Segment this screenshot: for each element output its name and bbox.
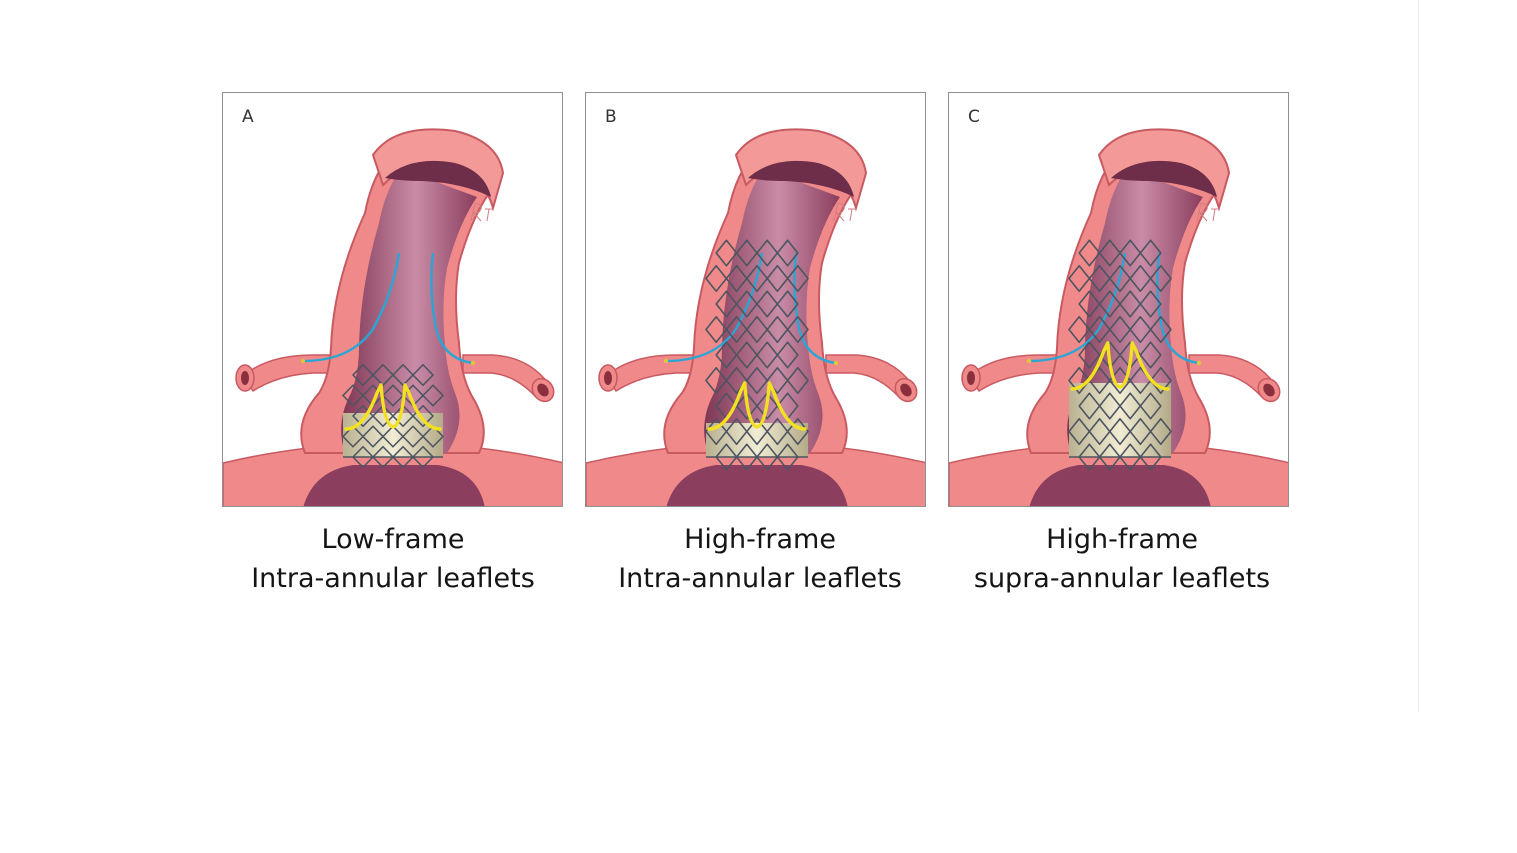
transcatheter-valve [705,239,809,471]
right-coronary-lumen [900,383,912,397]
caption-b-line-2: Intra-annular leaflets [618,563,902,594]
panel-letter: B [605,107,617,127]
left-coronary-guidewire [1028,252,1127,363]
right-wire-marker [470,360,476,366]
panel-a-illustration [223,128,562,506]
left-coronary-lumen [967,371,975,385]
illustrator-initials-mark [470,202,493,222]
aortic-cut-opening [1111,160,1217,197]
left-coronary-guidewire [665,252,764,363]
right-coronary-guidewire [430,252,474,365]
right-coronary-lumen [1263,383,1275,397]
ventricle-cavity [1029,465,1211,506]
right-coronary-guidewire [1156,252,1200,365]
caption-c: High-frame supra-annular leaflets [922,520,1322,598]
left-coronary-lumen [241,371,249,385]
left-coronary-lumen [604,371,612,385]
caption-c-line-2: supra-annular leaflets [973,563,1271,594]
valve-leaflets [344,383,442,431]
caption-b: High-frame Intra-annular leaflets [560,520,960,598]
valve-sealing-skirt [343,413,443,457]
panel-b-high-frame-intra-annular: B [585,92,926,507]
caption-a-line-2: Intra-annular leaflets [251,563,535,594]
illustrator-initials-mark [833,202,856,222]
transcatheter-valve [342,363,444,469]
stent-frame-struts [705,239,809,471]
right-coronary-guidewire [793,252,837,365]
caption-a: Low-frame Intra-annular leaflets [193,520,593,598]
right-coronary-lumen [537,383,549,397]
left-wire-marker [1026,358,1032,364]
panel-letter: A [242,107,254,127]
ventricle-cavity [666,465,848,506]
caption-c-line-1: High-frame [1046,524,1198,555]
valve-leaflets [707,381,807,431]
illustrator-initials-mark [1196,202,1219,222]
aortic-cut-opening [385,160,491,197]
panel-c-high-frame-supra-annular: C [948,92,1289,507]
panel-c-illustration [949,128,1288,506]
panel-a-low-frame-intra-annular: A [222,92,563,507]
left-wire-marker [663,358,669,364]
valve-leaflets [1070,341,1170,391]
left-wire-marker [300,358,306,364]
aortic-cut-opening [748,160,854,197]
panel-b-illustration [586,128,925,506]
transcatheter-valve [1068,239,1172,471]
right-wire-marker [833,360,839,366]
right-wire-marker [1196,360,1202,366]
ventricle-cavity [303,465,485,506]
caption-b-line-1: High-frame [684,524,836,555]
left-coronary-guidewire [302,252,401,363]
panel-letter: C [968,107,980,127]
page-edge-line [1418,0,1419,712]
caption-a-line-1: Low-frame [321,524,465,555]
aortic-lumen [341,169,477,453]
